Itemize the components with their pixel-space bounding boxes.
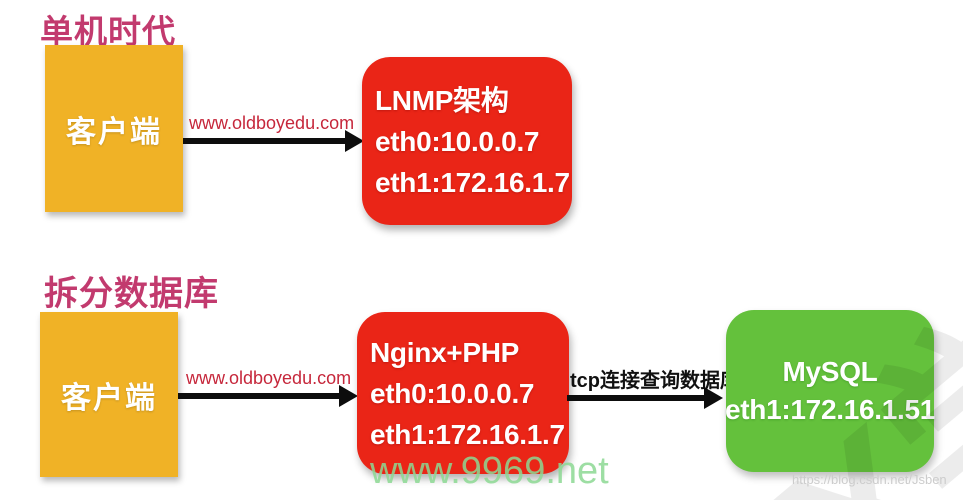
server-eth1-ip: eth1:172.16.1.7 [370, 418, 565, 450]
nginx-php-server-node: Nginx+PHP eth0:10.0.0.7 eth1:172.16.1.7 [357, 312, 569, 474]
request-url-label: www.oldboyedu.com [186, 368, 352, 388]
database-title: MySQL [782, 356, 878, 387]
server-title: Nginx+PHP [370, 336, 520, 368]
section-title-split-database: 拆分数据库 [44, 275, 219, 313]
mysql-database-node: MySQL eth1:172.16.1.51 [725, 310, 936, 472]
arrow-head-icon [339, 385, 358, 407]
client-node: 客户端 [45, 45, 183, 212]
client-node: 客户端 [40, 312, 178, 477]
request-url-label: www.oldboyedu.com [189, 113, 355, 133]
lnmp-server-node: LNMP架构 eth0:10.0.0.7 eth1:172.16.1.7 [362, 57, 572, 225]
server-eth1-ip: eth1:172.16.1.7 [375, 166, 570, 198]
database-eth1-ip: eth1:172.16.1.51 [725, 394, 936, 425]
server-eth0-ip: eth0:10.0.0.7 [375, 125, 540, 157]
blog-url-watermark: https://blog.csdn.net/Jsben [792, 472, 947, 487]
section-title-standalone-era: 单机时代 [40, 13, 176, 50]
tcp-query-label: tcp连接查询数据库 [570, 370, 740, 392]
server-eth0-ip: eth0:10.0.0.7 [370, 377, 535, 409]
arrow-line [178, 393, 340, 399]
arrow-line [567, 395, 705, 401]
client-node-label: 客户端 [66, 115, 162, 149]
site-watermark: www.9969.net [370, 450, 609, 492]
client-node-label: 客户端 [61, 381, 157, 415]
arrow-line [183, 138, 346, 144]
arrow-head-icon [345, 130, 364, 152]
server-title: LNMP架构 [375, 84, 509, 116]
arrow-head-icon [704, 387, 723, 409]
